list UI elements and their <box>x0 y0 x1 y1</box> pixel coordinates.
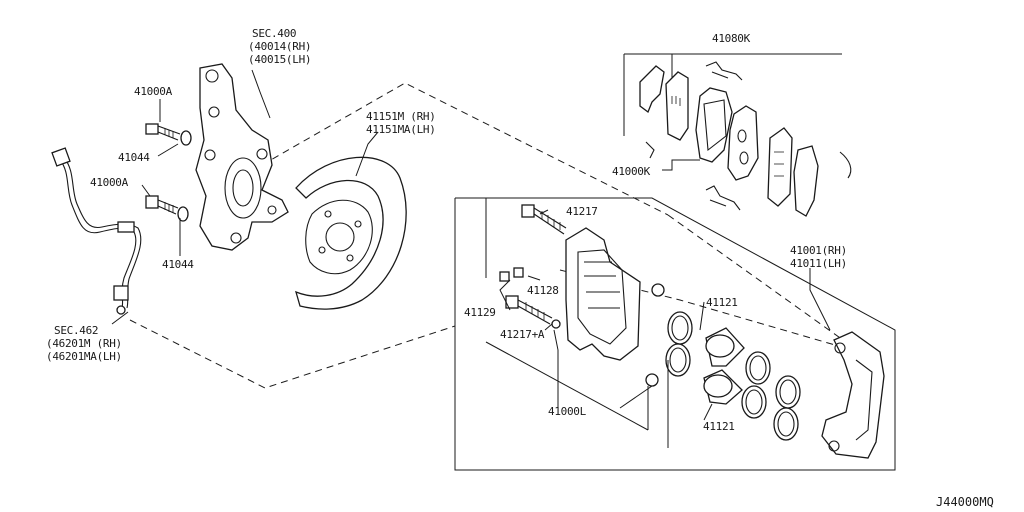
label-41129: 41129 <box>464 306 496 319</box>
label-41044-top: 41044 <box>118 151 150 164</box>
label-41151MA: 41151MA(LH) <box>366 123 436 136</box>
label-46201MA: (46201MA(LH) <box>46 350 122 363</box>
label-41128: 41128 <box>527 284 559 297</box>
label-40014: (40014(RH) <box>248 40 311 53</box>
label-41121-bot: 41121 <box>703 420 735 433</box>
brake-hose <box>51 147 142 315</box>
label-41000A-mid: 41000A <box>90 176 129 189</box>
caliper-body <box>565 227 665 387</box>
caliper-assembly-box <box>454 197 896 471</box>
label-41001: 41001(RH) <box>790 244 847 257</box>
label-41000A-top: 41000A <box>134 85 173 98</box>
pad-kit-group <box>623 53 852 217</box>
label-sec462: SEC.462 <box>54 324 98 337</box>
steering-knuckle <box>195 63 289 251</box>
torque-member <box>821 331 885 459</box>
caliper-bolt-41217 <box>521 204 567 235</box>
splash-shield <box>295 156 407 310</box>
pistons <box>703 327 745 405</box>
label-41000K: 41000K <box>612 165 651 178</box>
seal-rings <box>665 311 801 441</box>
label-41121-top: 41121 <box>706 296 738 309</box>
label-40015: (40015(LH) <box>248 53 311 66</box>
label-41011: 41011(LH) <box>790 257 847 270</box>
label-41080K: 41080K <box>712 32 751 45</box>
label-41217A: 41217+A <box>500 328 545 341</box>
label-41151M: 41151M (RH) <box>366 110 436 123</box>
knuckle-bolt-upper <box>145 123 192 146</box>
label-sec400: SEC.400 <box>252 27 296 40</box>
leader-lines <box>111 69 831 448</box>
diagram-code: J44000MQ <box>936 495 994 509</box>
label-41217: 41217 <box>566 205 598 218</box>
label-46201M: (46201M (RH) <box>46 337 122 350</box>
knuckle-bolt-lower <box>145 195 189 222</box>
label-41000L: 41000L <box>548 405 587 418</box>
label-41044-bot: 41044 <box>162 258 194 271</box>
part-labels: SEC.400 (40014(RH) (40015(LH) 41000A 410… <box>46 27 994 509</box>
